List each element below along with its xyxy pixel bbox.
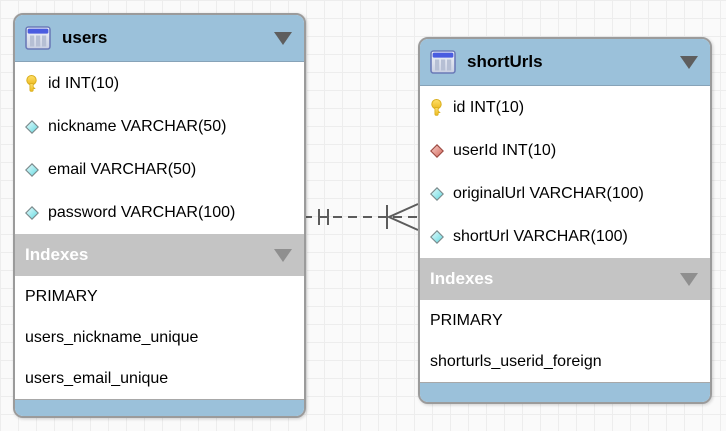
table-users-indexes: PRIMARY users_nickname_unique users_emai… [15, 276, 304, 399]
table-icon [25, 26, 51, 50]
index-row[interactable]: PRIMARY [15, 276, 304, 317]
collapse-triangle-icon[interactable] [274, 248, 292, 262]
column-row[interactable]: userId INT(10) [420, 129, 710, 172]
index-row[interactable]: PRIMARY [420, 300, 710, 341]
indexes-section-header[interactable]: Indexes [15, 234, 304, 276]
index-label: users_nickname_unique [25, 328, 199, 346]
table-shorturls[interactable]: shortUrls id INT(10) userId INT(10) [418, 37, 712, 404]
table-shorturls-indexes: PRIMARY shorturls_userid_foreign [420, 300, 710, 382]
table-title: shortUrls [467, 52, 543, 71]
table-icon [430, 50, 456, 74]
column-label: originalUrl VARCHAR(100) [453, 184, 644, 202]
table-shorturls-columns: id INT(10) userId INT(10) originalUrl VA… [420, 86, 710, 258]
column-row[interactable]: shortUrl VARCHAR(100) [420, 215, 710, 258]
column-label: id INT(10) [48, 74, 120, 92]
index-label: users_email_unique [25, 369, 169, 387]
column-label: nickname VARCHAR(50) [48, 117, 227, 135]
index-label: shorturls_userid_foreign [430, 352, 602, 370]
table-title: users [62, 28, 108, 47]
column-icon [429, 186, 444, 201]
indexes-title: Indexes [430, 269, 494, 288]
collapse-triangle-icon[interactable] [680, 55, 698, 69]
index-label: PRIMARY [25, 287, 98, 305]
collapse-triangle-icon[interactable] [680, 272, 698, 286]
column-row[interactable]: id INT(10) [420, 86, 710, 129]
primary-key-icon [24, 74, 39, 93]
indexes-section-header[interactable]: Indexes [420, 258, 710, 300]
column-row[interactable]: password VARCHAR(100) [15, 191, 304, 234]
indexes-title: Indexes [25, 245, 89, 264]
collapse-triangle-icon[interactable] [274, 31, 292, 45]
column-row[interactable]: email VARCHAR(50) [15, 148, 304, 191]
table-shorturls-header[interactable]: shortUrls [420, 39, 710, 86]
foreign-key-icon [429, 143, 444, 158]
index-row[interactable]: shorturls_userid_foreign [420, 341, 710, 382]
index-row[interactable]: users_email_unique [15, 358, 304, 399]
column-label: shortUrl VARCHAR(100) [453, 227, 628, 245]
primary-key-icon [429, 98, 444, 117]
table-users[interactable]: users id INT(10) nickname VARCHAR(50) [13, 13, 306, 418]
table-footer [420, 382, 710, 402]
table-users-columns: id INT(10) nickname VARCHAR(50) email VA… [15, 62, 304, 234]
column-icon [24, 119, 39, 134]
column-label: id INT(10) [453, 98, 525, 116]
column-row[interactable]: originalUrl VARCHAR(100) [420, 172, 710, 215]
column-label: password VARCHAR(100) [48, 203, 236, 221]
column-row[interactable]: nickname VARCHAR(50) [15, 105, 304, 148]
column-icon [429, 229, 444, 244]
column-icon [24, 162, 39, 177]
column-row[interactable]: id INT(10) [15, 62, 304, 105]
table-users-header[interactable]: users [15, 15, 304, 62]
crow-foot-many-icon [386, 203, 419, 231]
table-footer [15, 399, 304, 416]
index-label: PRIMARY [430, 311, 503, 329]
column-icon [24, 205, 39, 220]
index-row[interactable]: users_nickname_unique [15, 317, 304, 358]
column-label: email VARCHAR(50) [48, 160, 197, 178]
column-label: userId INT(10) [453, 141, 557, 159]
